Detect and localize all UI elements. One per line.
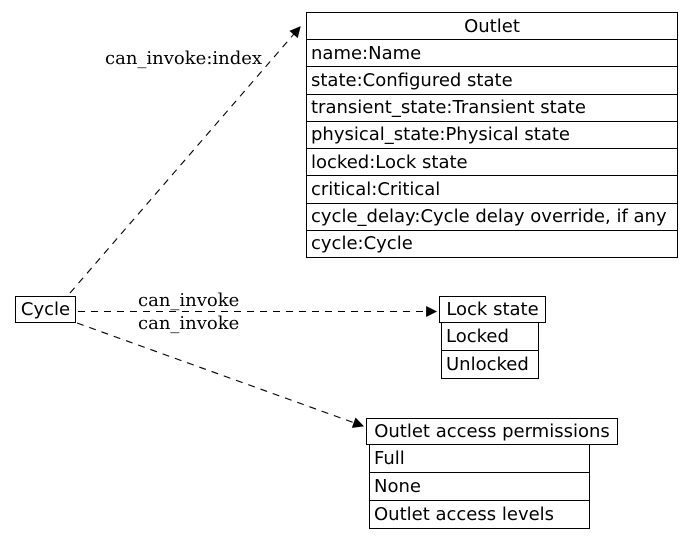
- lock-state-table: Locked Unlocked: [441, 322, 539, 379]
- edge-can-invoke-permissions-line: [76, 322, 365, 428]
- cycle-node: Cycle: [15, 296, 76, 323]
- edge-label-can-invoke-index: can_invoke:index: [105, 48, 263, 69]
- edge-can-invoke-index-line: [69, 26, 301, 294]
- outlet-row-locked: locked:Lock state: [307, 149, 677, 177]
- outlet-row-cycle: cycle:Cycle: [311, 233, 413, 255]
- permissions-table: Full None Outlet access levels: [369, 444, 590, 529]
- edge-label-can-invoke-permissions: can_invoke: [138, 313, 240, 334]
- permissions-row-levels: Outlet access levels: [374, 504, 555, 525]
- outlet-row-name: name:Name: [307, 40, 677, 68]
- lock-state-table-title: Lock state: [439, 296, 546, 323]
- permissions-row-none: None: [370, 473, 589, 501]
- outlet-row-physical-state: physical_state:Physical state: [307, 122, 677, 149]
- lock-state-title-label: Lock state: [446, 299, 539, 320]
- permissions-table-title: Outlet access permissions: [366, 418, 618, 445]
- edge-label-can-invoke-lock: can_invoke: [138, 290, 240, 311]
- lock-state-row-locked: Locked: [442, 323, 538, 351]
- outlet-table: Outlet name:Name state:Configured state …: [306, 12, 678, 258]
- outlet-row-critical: critical:Critical: [307, 176, 677, 204]
- outlet-table-title: Outlet: [307, 13, 677, 40]
- outlet-row-state: state:Configured state: [307, 67, 677, 95]
- cycle-node-label: Cycle: [20, 299, 71, 320]
- lock-state-row-unlocked: Unlocked: [446, 354, 529, 375]
- outlet-row-cycle-delay: cycle_delay:Cycle delay override, if any: [307, 204, 677, 231]
- outlet-row-transient-state: transient_state:Transient state: [307, 95, 677, 122]
- permissions-title-label: Outlet access permissions: [374, 421, 610, 442]
- permissions-row-full: Full: [370, 445, 589, 473]
